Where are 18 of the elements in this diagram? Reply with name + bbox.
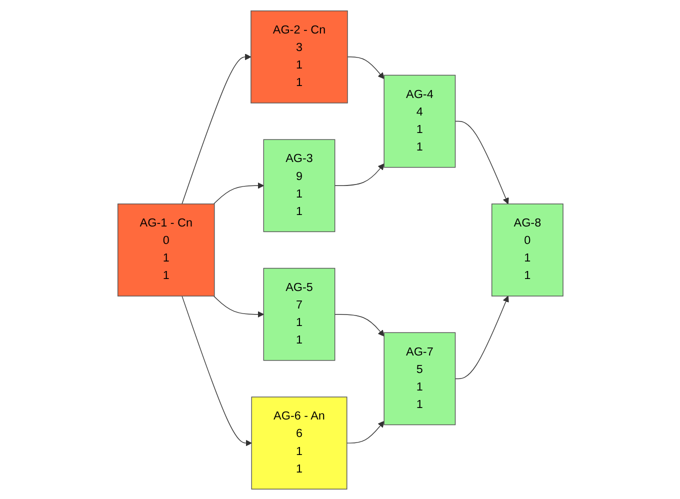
arrow [181,53,251,204]
node-box: AG-1 - Cn 0 1 1 [117,203,214,296]
arrow [212,295,264,318]
arrow [454,295,508,379]
node-box: AG-2 - Cn 3 1 1 [250,10,348,103]
arrow [346,56,384,79]
arrow [181,295,252,446]
arrow [454,120,508,204]
node-box: AG-5 7 1 1 [262,267,335,360]
node-box: AG-4 4 1 1 [383,74,456,168]
arrow [334,163,384,186]
arrow [212,182,264,204]
arrow [346,420,384,443]
node-box: AG-8 0 1 1 [491,203,563,296]
node-box: AG-6 - An 6 1 1 [250,396,347,489]
node-box: AG-3 9 1 1 [262,138,335,232]
arrow [334,313,384,336]
node-box: AG-7 5 1 1 [383,332,456,425]
